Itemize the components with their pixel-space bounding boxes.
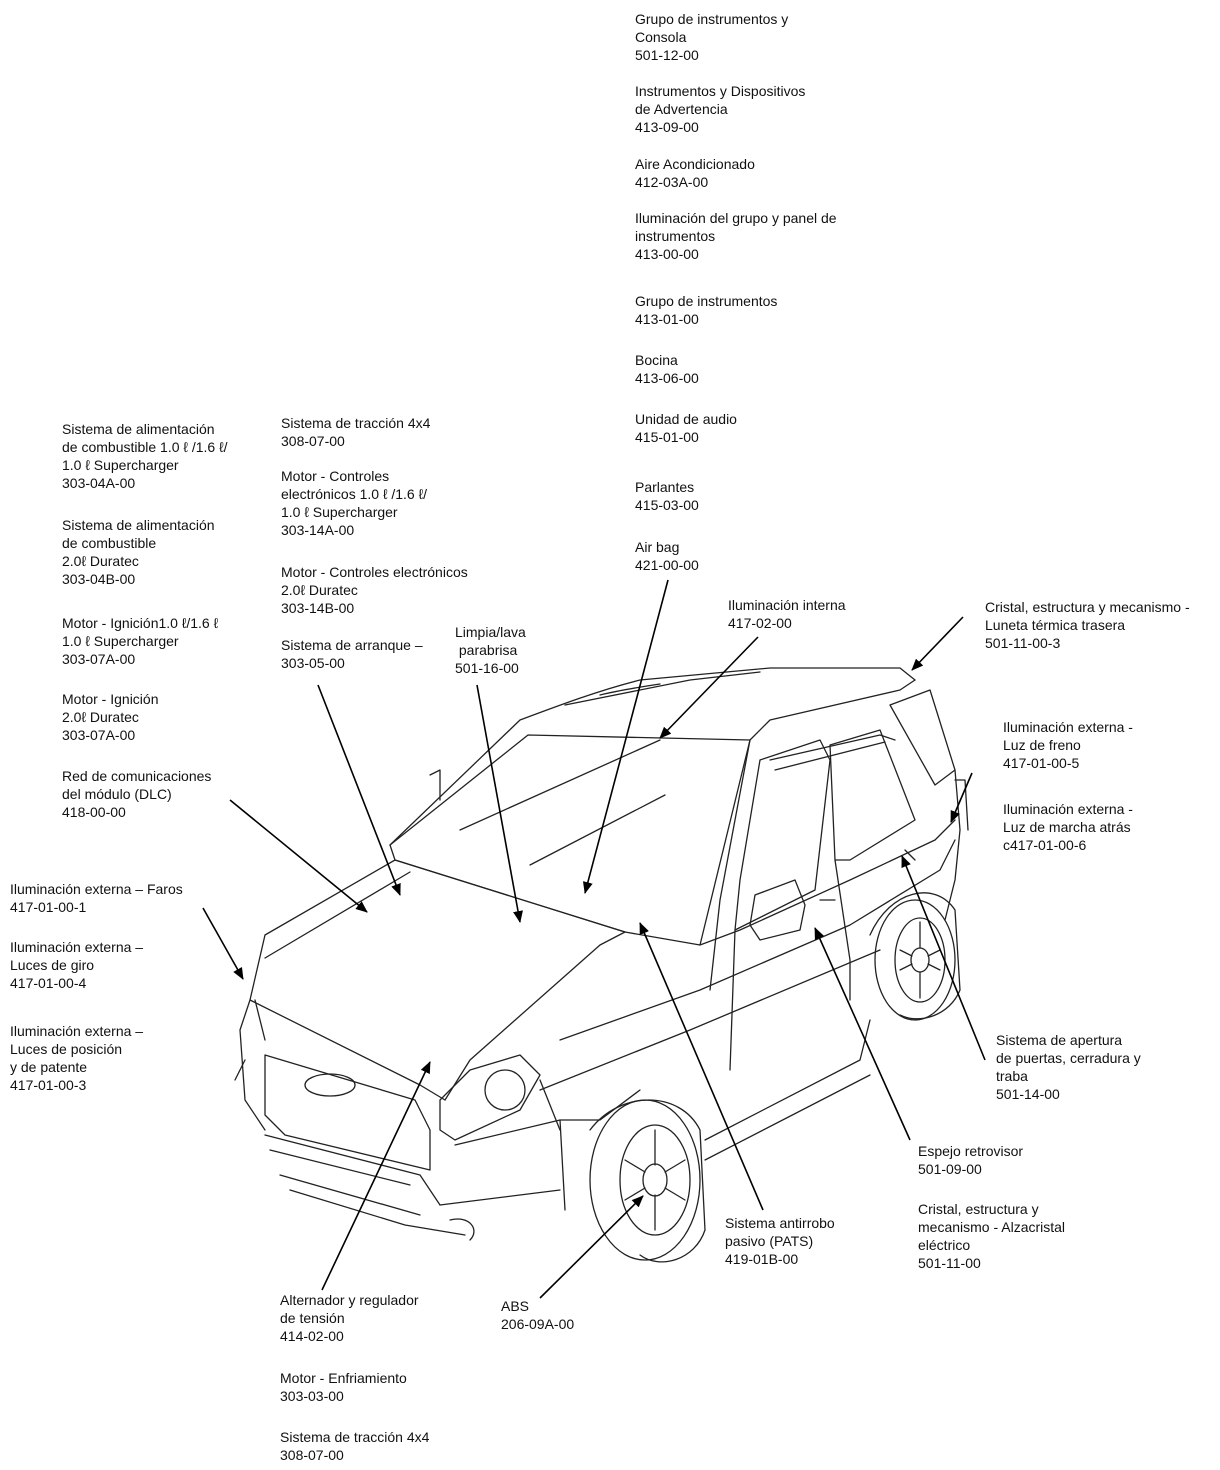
- callout-headlamps: Iluminación externa – Faros 417-01-00-1: [10, 881, 183, 915]
- callout-position-lamps: Iluminación externa – Luces de posición …: [10, 1023, 144, 1093]
- callout-instruments-warning: Instrumentos y Dispositivos de Advertenc…: [635, 83, 806, 135]
- callout-ignition-a: Motor - Ignición1.0 ℓ/1.6 ℓ 1.0 ℓ Superc…: [62, 615, 219, 667]
- callout-instrument-cluster: Grupo de instrumentos 413-01-00: [635, 293, 778, 327]
- callout-air-conditioning: Aire Acondicionado 412-03A-00: [635, 156, 755, 190]
- callout-fuel-a: Sistema de alimentación de combustible 1…: [62, 421, 228, 491]
- suv-line-drawing: [234, 667, 969, 1263]
- callout-engine-controls-a: Motor - Controles electrónicos 1.0 ℓ /1.…: [281, 468, 428, 538]
- callout-turn-signals: Iluminación externa – Luces de giro 417-…: [10, 939, 144, 991]
- callout-reverse-light: Iluminación externa - Luz de marcha atrá…: [1003, 801, 1133, 853]
- callout-dlc: Red de comunicaciones del módulo (DLC) 4…: [62, 768, 212, 820]
- callout-alternator: Alternador y regulador de tensión 414-02…: [280, 1292, 419, 1344]
- callout-door-locks: Sistema de apertura de puertas, cerradur…: [996, 1032, 1141, 1102]
- callout-drive-4x4-bottom: Sistema de tracción 4x4 308-07-00: [280, 1429, 430, 1463]
- callout-abs: ABS 206-09A-00: [501, 1298, 575, 1332]
- callout-ignition-b: Motor - Ignición 2.0ℓ Duratec 303-07A-00: [62, 691, 159, 743]
- callout-wiper: Limpia/lava parabrisa 501-16-00: [455, 624, 526, 676]
- callout-drive-4x4-top: Sistema de tracción 4x4 308-07-00: [281, 415, 431, 449]
- callout-cluster-lighting: Iluminación del grupo y panel de instrum…: [635, 210, 837, 262]
- callout-horn: Bocina 413-06-00: [635, 352, 699, 386]
- callout-power-window: Cristal, estructura y mecanismo - Alzacr…: [918, 1201, 1066, 1271]
- callout-starter: Sistema de arranque – 303-05-00: [281, 637, 423, 671]
- callout-interior-lighting: Iluminación interna 417-02-00: [728, 597, 846, 631]
- callout-speakers: Parlantes 415-03-00: [635, 479, 699, 513]
- callout-engine-controls-b: Motor - Controles electrónicos 2.0ℓ Dura…: [281, 564, 468, 616]
- callout-air-bag: Air bag 421-00-00: [635, 539, 699, 573]
- callout-mirror: Espejo retrovisor 501-09-00: [918, 1143, 1024, 1177]
- callout-brake-light: Iluminación externa - Luz de freno 417-0…: [1003, 719, 1133, 771]
- callout-engine-cooling: Motor - Enfriamiento 303-03-00: [280, 1370, 407, 1404]
- callout-instrument-cluster-console: Grupo de instrumentos y Consola 501-12-0…: [635, 11, 789, 63]
- callout-fuel-b: Sistema de alimentación de combustible 2…: [62, 517, 215, 587]
- callout-rear-window: Cristal, estructura y mecanismo - Luneta…: [985, 599, 1190, 651]
- callout-pats: Sistema antirrobo pasivo (PATS) 419-01B-…: [725, 1215, 835, 1267]
- callout-audio-unit: Unidad de audio 415-01-00: [635, 411, 737, 445]
- leader-lines: [202, 579, 986, 1299]
